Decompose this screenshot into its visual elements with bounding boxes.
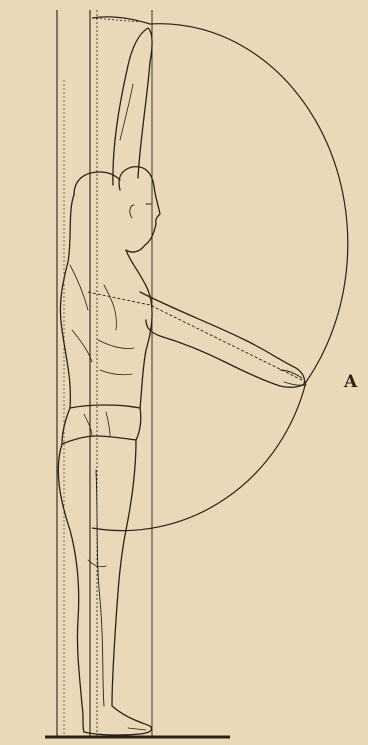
- back-muscles: [70, 265, 92, 362]
- toes: [128, 728, 146, 730]
- leg-front: [112, 440, 136, 705]
- ear: [130, 205, 134, 218]
- head: [119, 167, 160, 252]
- raised-arm: [113, 28, 152, 185]
- loincloth: [62, 405, 141, 444]
- arc-of-motion: [92, 17, 348, 531]
- hand: [280, 370, 306, 385]
- point-a-label: A: [344, 374, 357, 391]
- leg-back: [58, 444, 84, 732]
- torso-back: [60, 195, 74, 408]
- extended-arm: [140, 292, 305, 387]
- foot: [84, 706, 152, 735]
- radius-line: [88, 292, 306, 382]
- chest-detail: [98, 285, 134, 375]
